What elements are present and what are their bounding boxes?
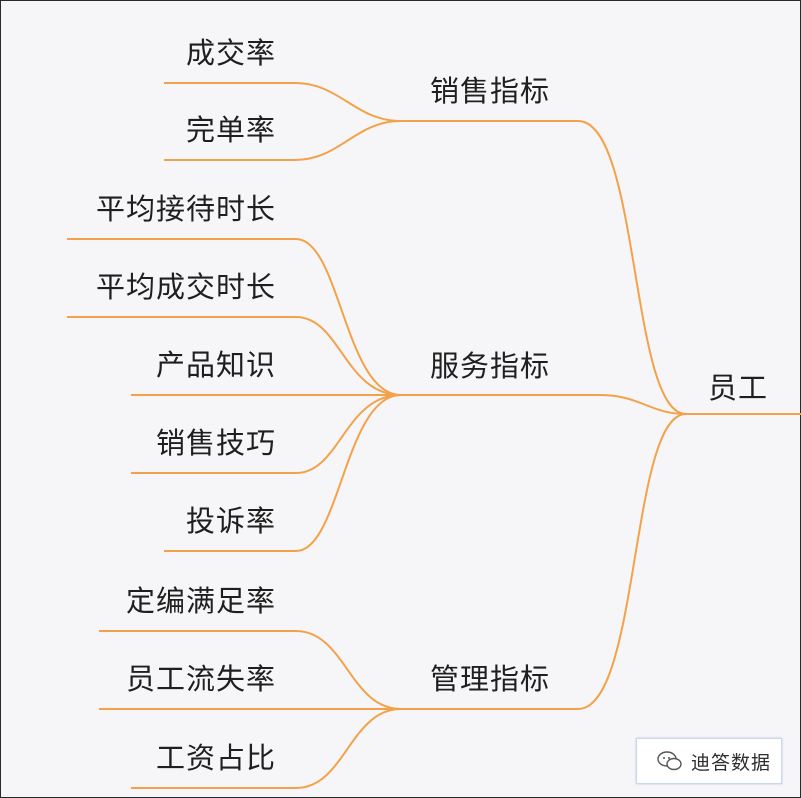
leaf-mgmt-1: 定编满足率 [125,584,276,618]
leaf-mgmt-3: 工资占比 [155,741,276,775]
connector-root-mgmt [401,413,687,710]
root-node-label: 员工 [708,371,769,405]
branch-label-sales: 销售指标 [430,74,551,108]
connector-sales-leaf-1 [164,82,402,122]
connector-root-service [401,394,687,415]
connector-sales-leaf-2 [164,120,402,161]
watermark-text: 迪答数据 [691,751,772,774]
connector-mgmt-leaf-1 [99,630,402,710]
connector-service-leaf-5 [164,394,402,552]
leaf-mgmt-2: 员工流失率 [125,662,276,696]
connector-service-leaf-2 [67,316,402,396]
leaf-service-5: 投诉率 [185,504,276,538]
connector-service-leaf-4 [131,394,402,474]
leaf-service-4: 销售技巧 [155,426,276,460]
leaf-sales-1: 成交率 [185,36,276,70]
connector-service-leaf-1 [67,238,402,396]
connector-mgmt-leaf-3 [131,708,402,789]
leaf-service-2: 平均成交时长 [95,270,276,304]
watermark-badge: 迪答数据 [636,738,782,784]
connector-root-sales [401,120,687,415]
leaf-service-3: 产品知识 [155,348,276,382]
leaf-service-1: 平均接待时长 [95,192,276,226]
branch-label-service: 服务指标 [430,349,551,383]
leaf-sales-2: 完单率 [185,113,276,147]
wechat-icon [657,751,682,771]
branch-label-mgmt: 管理指标 [430,662,551,696]
